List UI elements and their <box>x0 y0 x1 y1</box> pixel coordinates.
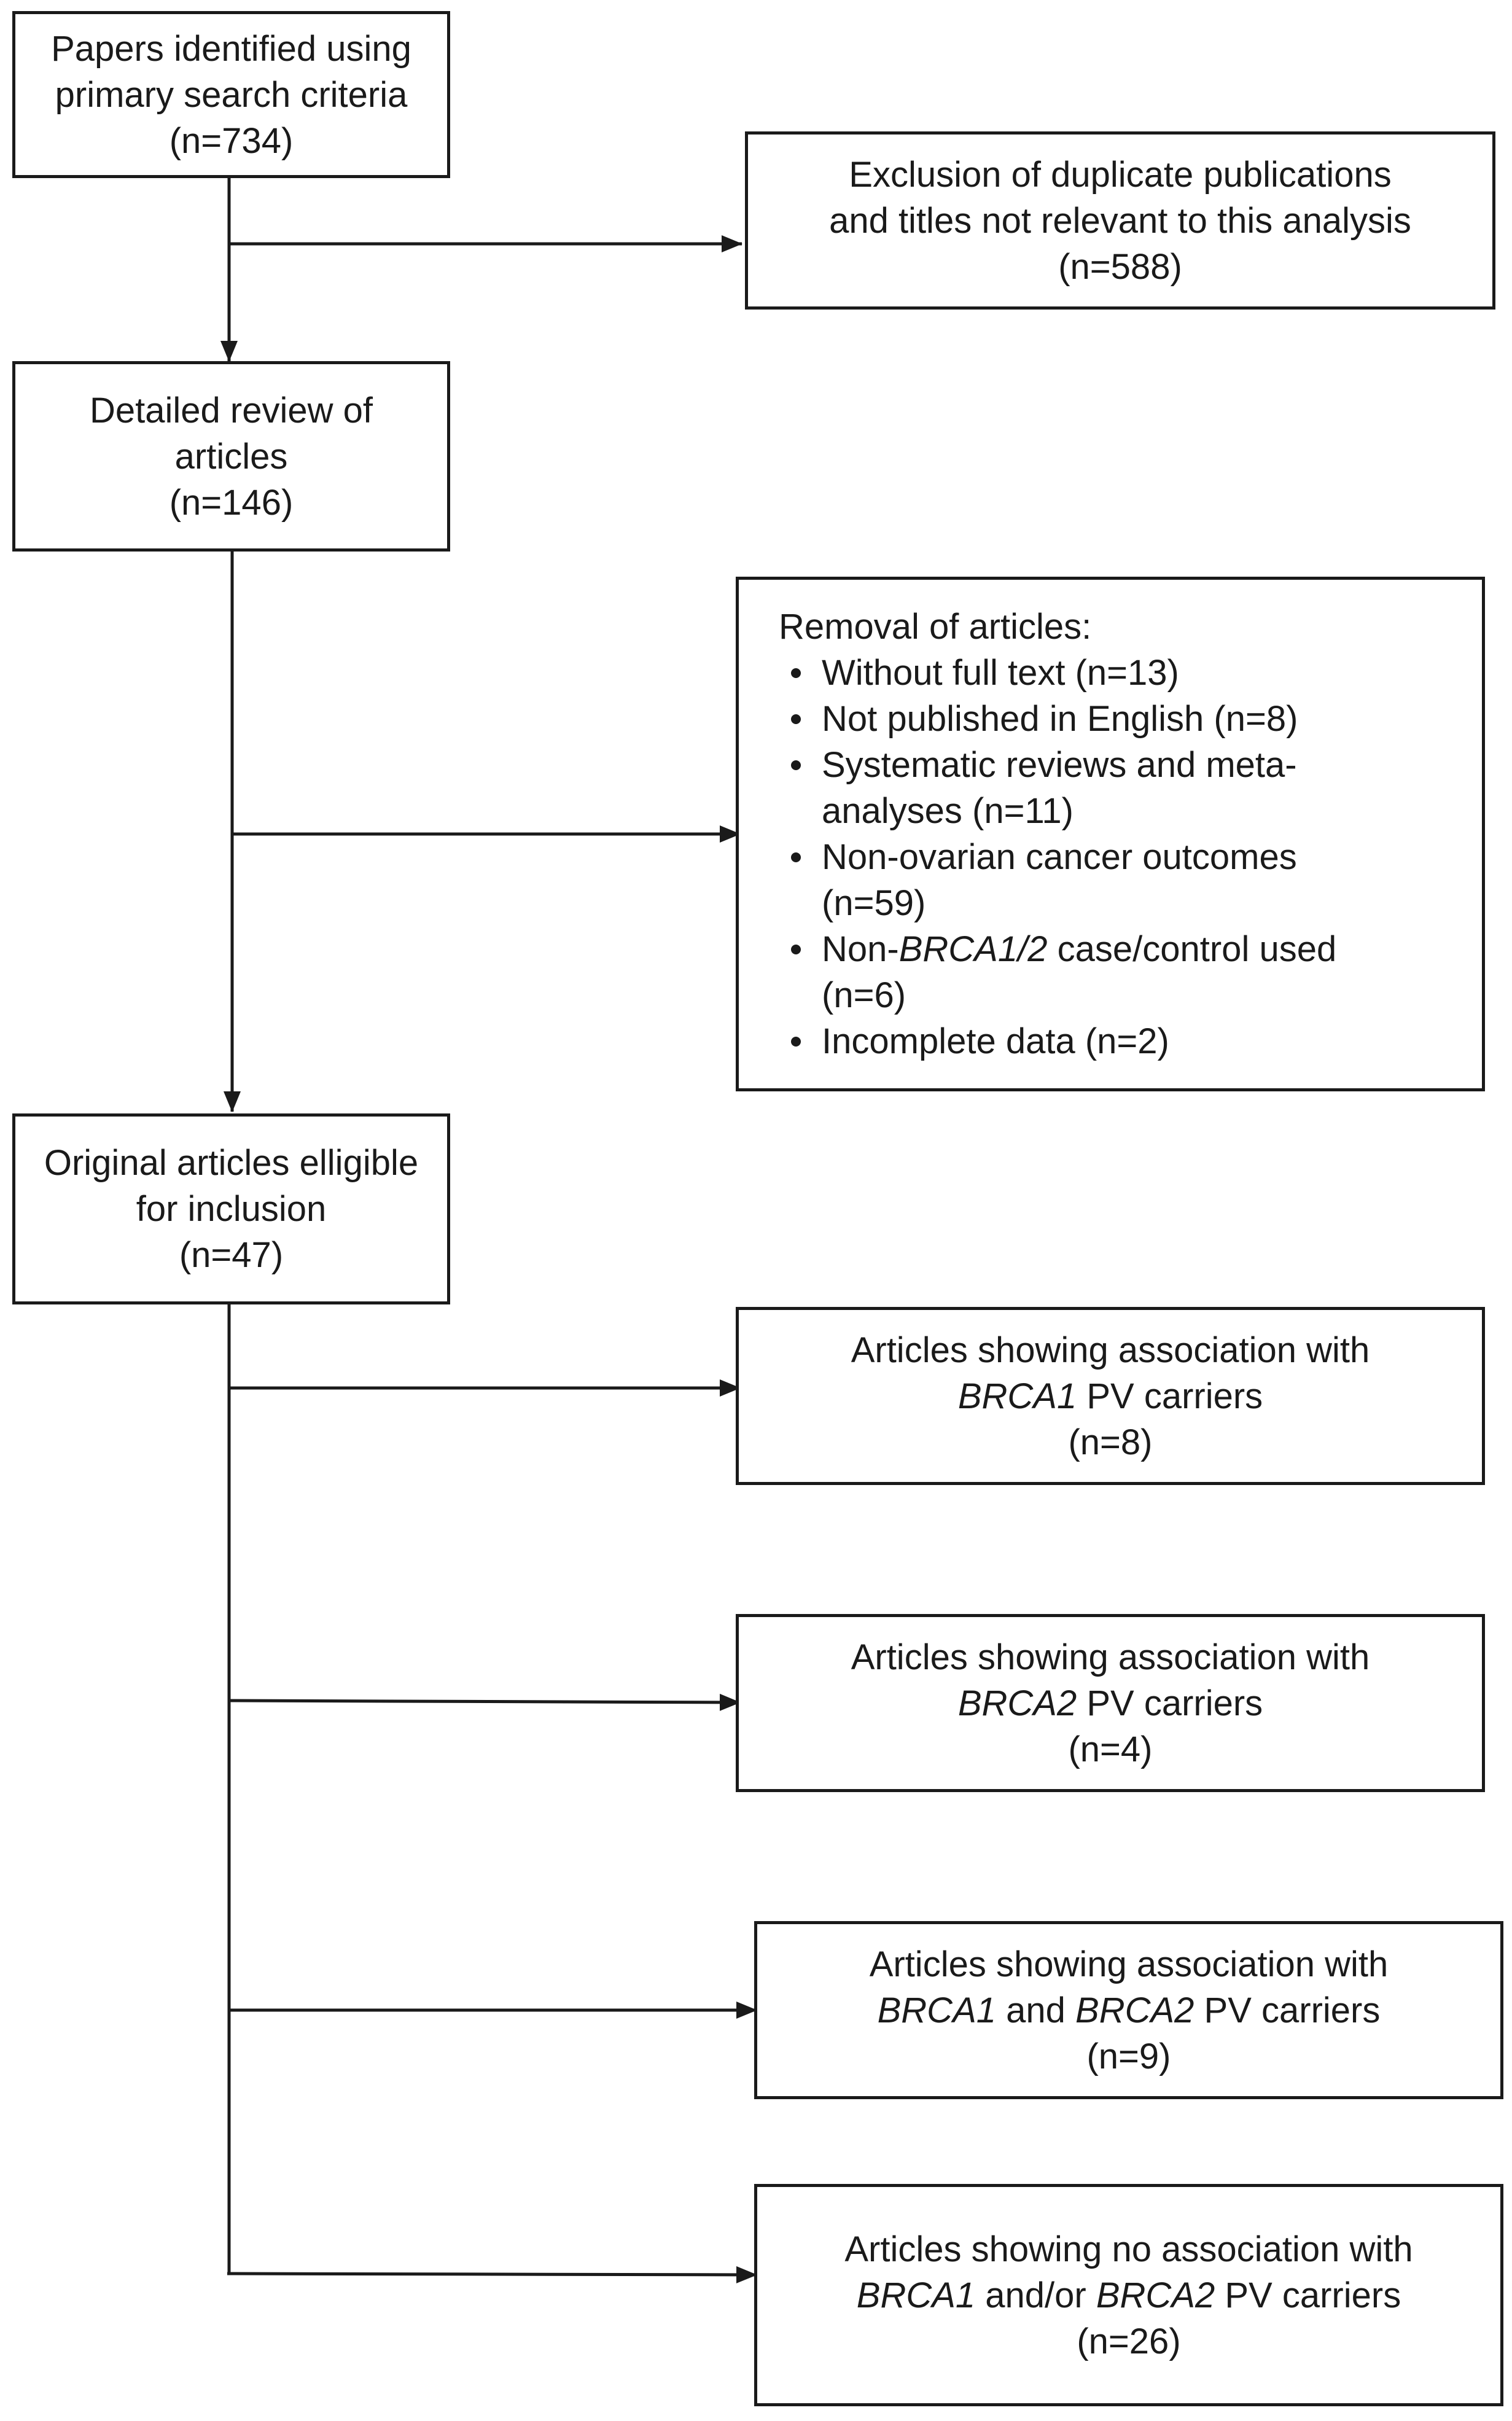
brca2-line-2: BRCA2 PV carriers <box>957 1683 1263 1723</box>
both-line-2: BRCA1 and BRCA2 PV carriers <box>877 1990 1381 2030</box>
review-count: (n=146) <box>169 482 294 523</box>
gene-name: BRCA1 <box>957 1376 1077 1416</box>
eligible-count: (n=47) <box>179 1235 284 1275</box>
removal-item: Non-BRCA1/2 case/control used (n=6) <box>779 926 1336 1018</box>
none-count: (n=26) <box>1077 2321 1181 2361</box>
identified-line-1: Papers identified using <box>51 28 411 69</box>
removal-heading: Removal of articles: <box>779 607 1092 647</box>
removal-item: Incomplete data (n=2) <box>779 1018 1336 1064</box>
gene-name: BRCA2 <box>1096 2275 1215 2315</box>
brca1-count: (n=8) <box>1068 1422 1153 1462</box>
removal-item: Non-ovarian cancer outcomes (n=59) <box>779 834 1336 926</box>
gene-name: BRCA1 <box>877 1990 997 2030</box>
none-line-1: Articles showing no association with <box>844 2229 1413 2269</box>
bullet-icon <box>791 1037 801 1047</box>
brca2-count: (n=4) <box>1068 1729 1153 1769</box>
box-brca1: Articles showing association with BRCA1 … <box>736 1307 1485 1485</box>
brca1-line-1: Articles showing association with <box>851 1330 1370 1370</box>
identified-count: (n=734) <box>169 120 294 161</box>
removal-item: Systematic reviews and meta- analyses (n… <box>779 742 1336 834</box>
eligible-line-1: Original articles elligible <box>44 1143 419 1183</box>
bullet-icon <box>791 668 801 678</box>
gene-name: BRCA1 <box>856 2275 976 2315</box>
bullet-icon <box>791 945 801 954</box>
gene-name: BRCA1/2 <box>898 929 1048 969</box>
brca1-line-2: BRCA1 PV carriers <box>957 1376 1263 1416</box>
box-exclusion: Exclusion of duplicate publications and … <box>745 131 1495 310</box>
both-line-1: Articles showing association with <box>869 1944 1389 1984</box>
removal-item: Without full text (n=13) <box>779 650 1336 696</box>
none-line-2: BRCA1 and/or BRCA2 PV carriers <box>856 2275 1401 2315</box>
box-removal: Removal of articles: Without full text (… <box>736 577 1485 1091</box>
removal-item: Not published in English (n=8) <box>779 696 1336 742</box>
exclusion-line-2: and titles not relevant to this analysis <box>829 200 1411 241</box>
box-brca1-and-brca2: Articles showing association with BRCA1 … <box>754 1921 1503 2099</box>
box-brca2: Articles showing association with BRCA2 … <box>736 1614 1485 1792</box>
exclusion-count: (n=588) <box>1058 246 1182 287</box>
review-line-1: Detailed review of <box>90 390 373 431</box>
exclusion-line-1: Exclusion of duplicate publications <box>849 154 1392 195</box>
both-count: (n=9) <box>1086 2036 1171 2076</box>
box-eligible: Original articles elligible for inclusio… <box>12 1113 450 1304</box>
gene-name: BRCA2 <box>957 1683 1077 1723</box>
removal-reason-list: Without full text (n=13) Not published i… <box>779 650 1336 1064</box>
review-line-2: articles <box>174 436 288 477</box>
eligible-line-2: for inclusion <box>136 1189 327 1229</box>
bullet-icon <box>791 760 801 770</box>
box-identified: Papers identified using primary search c… <box>12 11 450 178</box>
arrow-to-brca2 <box>228 1693 741 1711</box>
box-no-association: Articles showing no association with BRC… <box>754 2184 1503 2406</box>
bullet-icon <box>791 714 801 724</box>
box-review: Detailed review of articles (n=146) <box>12 361 450 552</box>
arrow-to-none <box>227 2266 757 2283</box>
brca2-line-1: Articles showing association with <box>851 1637 1370 1677</box>
identified-line-2: primary search criteria <box>55 74 408 115</box>
bullet-icon <box>791 852 801 862</box>
gene-name: BRCA2 <box>1075 1990 1194 2030</box>
